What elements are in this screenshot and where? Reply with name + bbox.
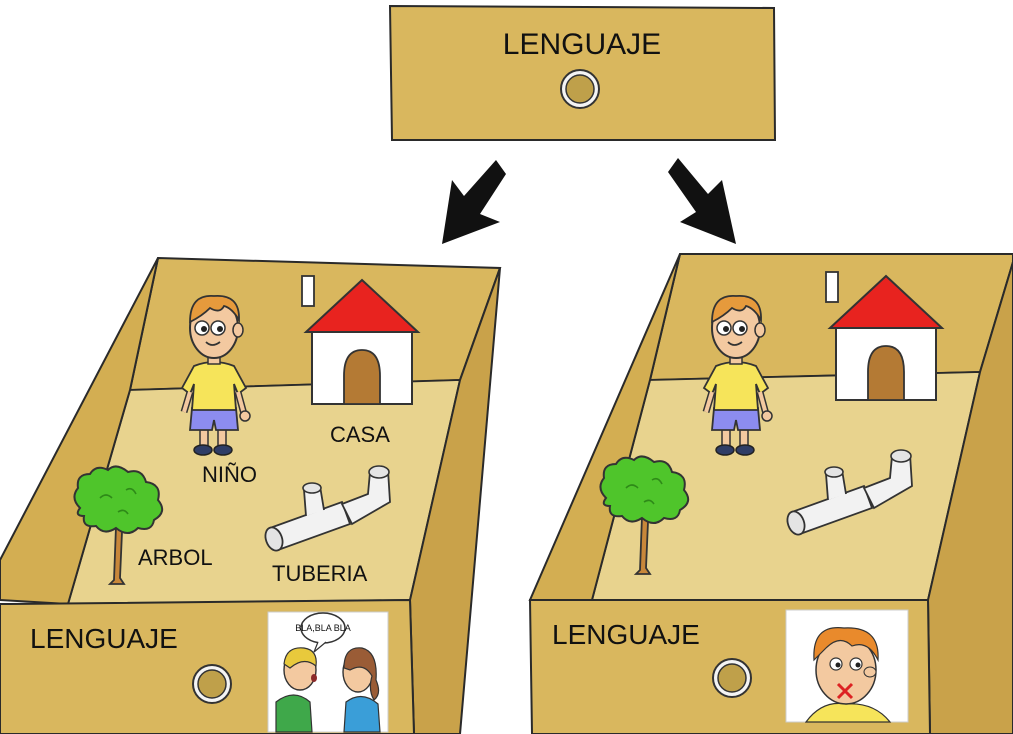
top-drawer: LENGUAJE: [388, 4, 777, 141]
right-box-front-label: LENGUAJE: [552, 619, 700, 650]
arrow-left: [442, 160, 506, 244]
right-box-knob: [712, 658, 752, 698]
talking-pictogram: BLA,BLA BLA: [267, 611, 389, 733]
right-box: LENGUAJE: [528, 253, 1013, 734]
arrow-right: [668, 158, 736, 244]
label-tuberia: TUBERIA: [272, 561, 368, 586]
left-box-front-label: LENGUAJE: [30, 623, 178, 654]
top-drawer-label: LENGUAJE: [503, 28, 661, 61]
drawer-knob: [560, 69, 600, 109]
label-arbol: ARBOL: [138, 545, 213, 570]
silent-pictogram: [785, 609, 909, 723]
left-box-knob: [192, 664, 232, 704]
left-box: CASA NIÑO ARBOL TUBERIA LENGUAJE BLA,BLA…: [0, 256, 502, 734]
speech-bubble-text: BLA,BLA BLA: [295, 623, 351, 633]
label-nino: NIÑO: [202, 462, 257, 487]
label-casa: CASA: [330, 422, 390, 447]
